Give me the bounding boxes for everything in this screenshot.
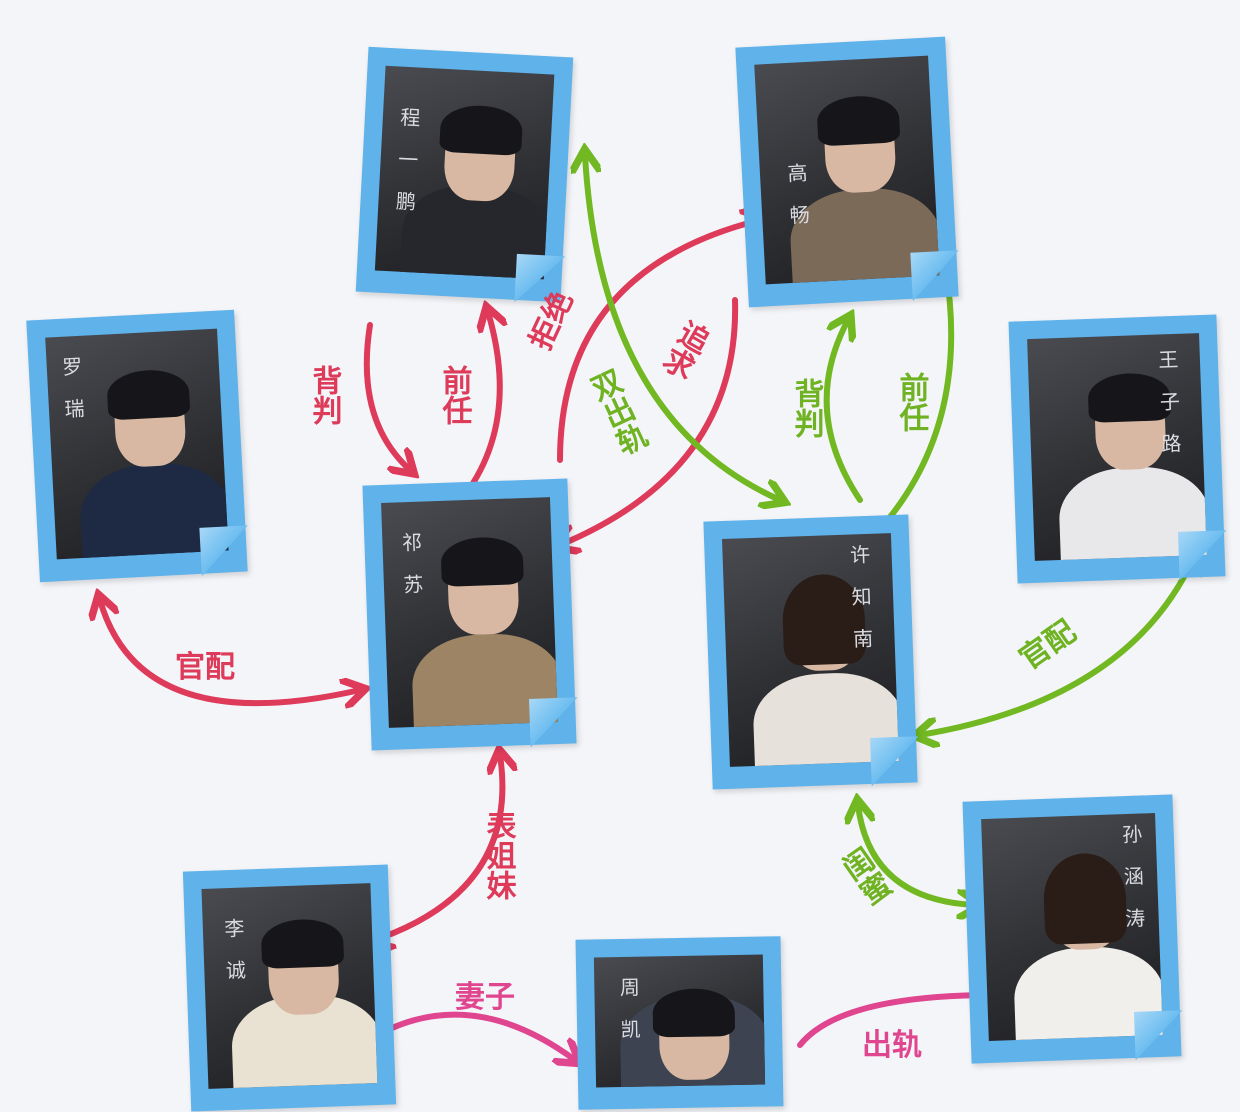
arrow-cheat <box>797 995 995 1048</box>
arrow-couple-red <box>100 600 360 703</box>
character-photo: 程一鹏 <box>374 65 555 280</box>
arrow-reject <box>557 220 760 463</box>
character-photo: 李诚 <box>201 883 378 1089</box>
character-name: 孙涵涛 <box>1118 823 1147 951</box>
character-card-sun[interactable]: 孙涵涛 <box>962 794 1184 1064</box>
character-name: 罗瑞 <box>58 355 87 441</box>
character-card-luo[interactable]: 罗瑞 <box>26 309 250 583</box>
arrow-betray-green <box>823 320 863 503</box>
character-name: 王子路 <box>1154 348 1183 476</box>
page-curl-icon <box>1177 530 1228 580</box>
arrow-couple-green <box>920 555 1195 735</box>
page-curl-icon <box>910 250 961 301</box>
character-card-xu[interactable]: 许知南 <box>703 514 920 790</box>
relationship-arrows <box>0 0 1240 1088</box>
character-photo: 高畅 <box>754 55 940 285</box>
page-curl-icon <box>870 736 920 786</box>
page-curl-icon <box>528 697 579 747</box>
label-betray-red: 背判 <box>306 365 342 425</box>
arrow-cousins <box>375 755 502 940</box>
arrow-double-cheat <box>585 155 780 500</box>
character-photo: 许知南 <box>722 533 899 767</box>
character-photo: 罗瑞 <box>45 328 229 560</box>
label-ex-red: 前任 <box>436 365 472 425</box>
label-cousins: 表姐妹 <box>480 810 516 900</box>
character-name: 祁苏 <box>398 531 426 617</box>
character-name: 周凯 <box>616 976 642 1062</box>
character-name: 高畅 <box>783 162 812 248</box>
label-cheat: 出轨 <box>862 1028 922 1063</box>
page-curl-icon <box>1133 1010 1184 1060</box>
character-photo: 周凯 <box>593 954 766 1088</box>
character-card-wang[interactable]: 王子路 <box>1008 314 1228 584</box>
character-name: 许知南 <box>846 543 875 671</box>
label-wife: 妻子 <box>455 980 515 1015</box>
arrow-bestie <box>858 805 975 905</box>
character-card-cheng[interactable]: 程一鹏 <box>355 46 574 305</box>
arrow-wife <box>389 1011 575 1060</box>
character-card-gao[interactable]: 高畅 <box>735 36 961 308</box>
page-curl-icon <box>199 525 250 576</box>
label-ex-green: 前任 <box>893 372 929 432</box>
character-card-zhou[interactable]: 周凯 <box>575 936 784 1110</box>
label-betray-green: 背判 <box>788 378 824 438</box>
character-photo: 孙涵涛 <box>981 813 1163 1041</box>
character-card-qi[interactable]: 祁苏 <box>362 478 579 751</box>
character-card-li[interactable]: 李诚 <box>182 864 397 1112</box>
arrow-betray-red <box>363 322 410 470</box>
character-photo: 王子路 <box>1027 333 1207 561</box>
arrow-ex-red <box>462 312 500 498</box>
character-photo: 祁苏 <box>381 497 558 728</box>
character-name: 李诚 <box>220 917 248 1003</box>
label-couple-red: 官配 <box>175 650 235 685</box>
